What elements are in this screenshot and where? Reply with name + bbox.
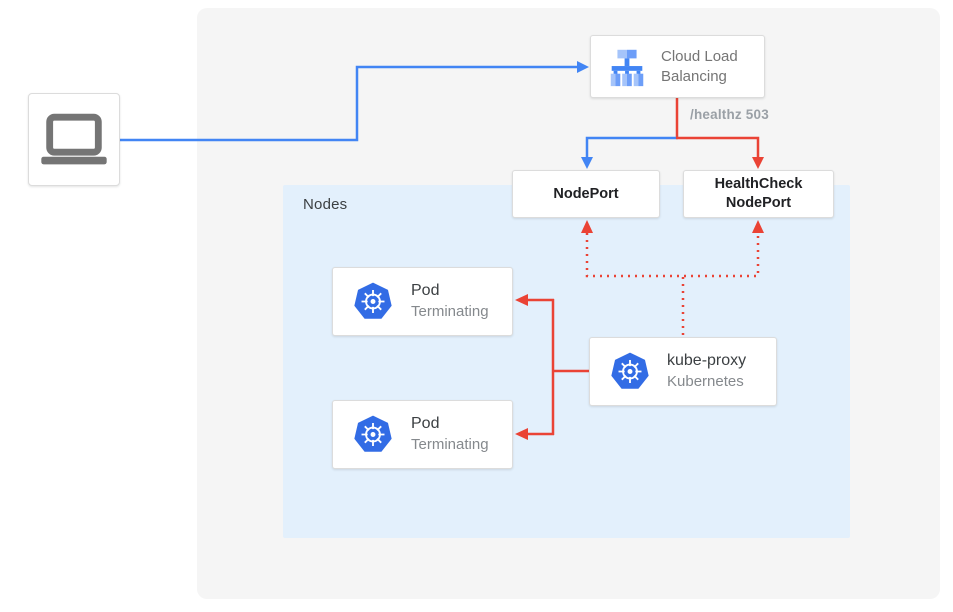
kube-proxy-subtitle: Kubernetes	[667, 373, 744, 391]
cloud-load-balancing-label: Cloud Load Balancing	[661, 47, 738, 87]
clb-label-line1: Cloud Load	[661, 47, 738, 65]
pod-title: Pod	[411, 415, 440, 433]
nodes-panel-label: Nodes	[303, 196, 348, 213]
kube-proxy-title: kube-proxy	[667, 352, 747, 370]
pod-title: Pod	[411, 282, 440, 300]
healthcheck-label-line2: NodePort	[725, 195, 792, 211]
cloud-load-balancing-card: Cloud Load Balancing	[590, 35, 765, 98]
pod-card-2: Pod Terminating	[332, 400, 513, 469]
healthcheck-label-line1: HealthCheck	[714, 176, 803, 193]
clb-label-line2: Balancing	[661, 67, 727, 85]
kubernetes-icon	[352, 281, 394, 322]
kube-proxy-card: kube-proxy Kubernetes	[589, 337, 777, 406]
kubernetes-icon	[352, 414, 394, 455]
client-card	[28, 93, 120, 186]
healthz-503-label: /healthz 503	[690, 107, 769, 122]
pod-status: Terminating	[411, 436, 489, 454]
cloud-load-balancing-icon	[604, 45, 650, 89]
pod-status: Terminating	[411, 303, 489, 321]
healthcheck-nodeport-card: HealthCheck NodePort	[683, 170, 834, 218]
nodeport-card: NodePort	[512, 170, 660, 218]
nodeport-label: NodePort	[553, 185, 619, 202]
pod-card-1: Pod Terminating	[332, 267, 513, 336]
laptop-icon	[36, 112, 112, 168]
kubernetes-icon	[609, 351, 651, 392]
